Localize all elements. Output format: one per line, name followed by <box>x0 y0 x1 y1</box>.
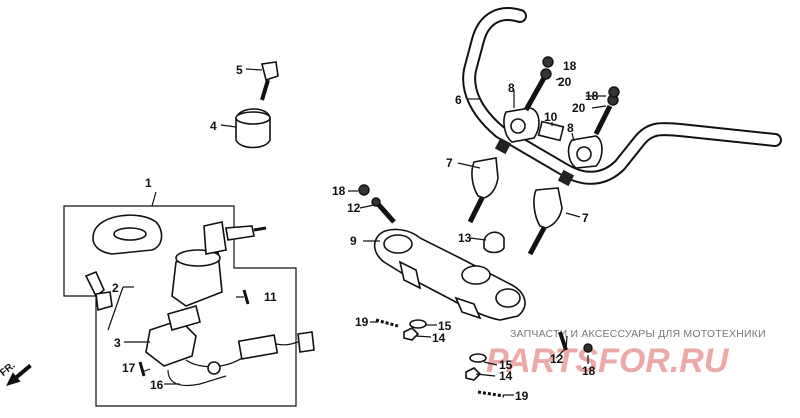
screw-19-b <box>477 390 505 398</box>
screw-11 <box>242 289 250 305</box>
callout-5: 5 <box>236 63 243 77</box>
callouts: 1 2 3 4 5 6 7 7 8 8 9 10 11 12 12 13 14 … <box>112 59 599 403</box>
callout-13: 13 <box>458 231 472 245</box>
callout-16: 16 <box>150 378 164 392</box>
screw-19-a <box>375 318 399 328</box>
housing-3 <box>145 305 315 387</box>
callout-9: 9 <box>350 234 357 248</box>
callout-18b: 18 <box>563 59 577 73</box>
label-plate <box>537 120 565 142</box>
callout-17: 17 <box>122 361 136 375</box>
watermark-brand: PARTSFOR.RU <box>486 342 730 380</box>
cap-18-d <box>583 343 593 353</box>
washer-15-a <box>409 319 427 329</box>
callout-7a: 7 <box>446 156 453 170</box>
callout-10: 10 <box>544 110 558 124</box>
callout-20b: 20 <box>572 101 586 115</box>
callout-15a: 15 <box>438 319 452 333</box>
callout-3: 3 <box>114 336 121 350</box>
callout-12a: 12 <box>347 201 361 215</box>
knurl-right <box>557 169 575 187</box>
callout-14a: 14 <box>432 331 446 345</box>
cap-18-a <box>542 56 554 68</box>
ignition-switch <box>171 221 267 307</box>
callout-11: 11 <box>264 290 277 304</box>
nut-14-b <box>465 367 482 381</box>
screw-17 <box>138 361 146 377</box>
callout-6: 6 <box>455 93 462 107</box>
washer-15-b <box>469 353 487 363</box>
cap-18-b <box>608 86 620 98</box>
callout-12b: 12 <box>550 352 564 366</box>
key-5 <box>260 61 279 101</box>
handlebar <box>462 7 782 187</box>
callout-20a: 20 <box>558 75 572 89</box>
callout-8a: 8 <box>508 81 515 95</box>
callout-19a: 19 <box>355 315 369 329</box>
bolt-20-right <box>593 94 619 136</box>
bolt-20-left <box>523 68 552 112</box>
cap-18-c <box>358 184 370 196</box>
callout-18a: 18 <box>332 184 346 198</box>
upper-holder-right <box>567 135 603 169</box>
lower-holder-right <box>527 187 563 256</box>
callout-8b: 8 <box>567 121 574 135</box>
knurl-left <box>494 137 512 155</box>
lower-holder-left <box>467 157 499 224</box>
upper-holder-left <box>503 107 540 143</box>
nut-14-a <box>403 327 420 341</box>
callout-7b: 7 <box>582 211 589 225</box>
callout-2: 2 <box>112 281 119 295</box>
callout-15b: 15 <box>499 358 513 372</box>
top-bridge <box>373 228 526 321</box>
bolt-12-lower <box>558 331 568 351</box>
callout-18d: 18 <box>582 364 596 378</box>
callout-19b: 19 <box>515 389 529 403</box>
part-2-clip <box>84 270 113 312</box>
watermark-tagline: ЗАПЧАСТИ И АКСЕССУАРЫ ДЛЯ МОТОТЕХНИКИ <box>510 328 766 340</box>
callout-1: 1 <box>145 176 152 190</box>
callout-14b: 14 <box>499 369 513 383</box>
callout-18c: 18 <box>585 89 599 103</box>
front-arrow: FR. <box>0 360 32 386</box>
cap-13 <box>483 231 505 254</box>
callout-4: 4 <box>210 119 217 133</box>
leader-lines <box>107 68 607 396</box>
bolt-12 <box>371 197 396 224</box>
